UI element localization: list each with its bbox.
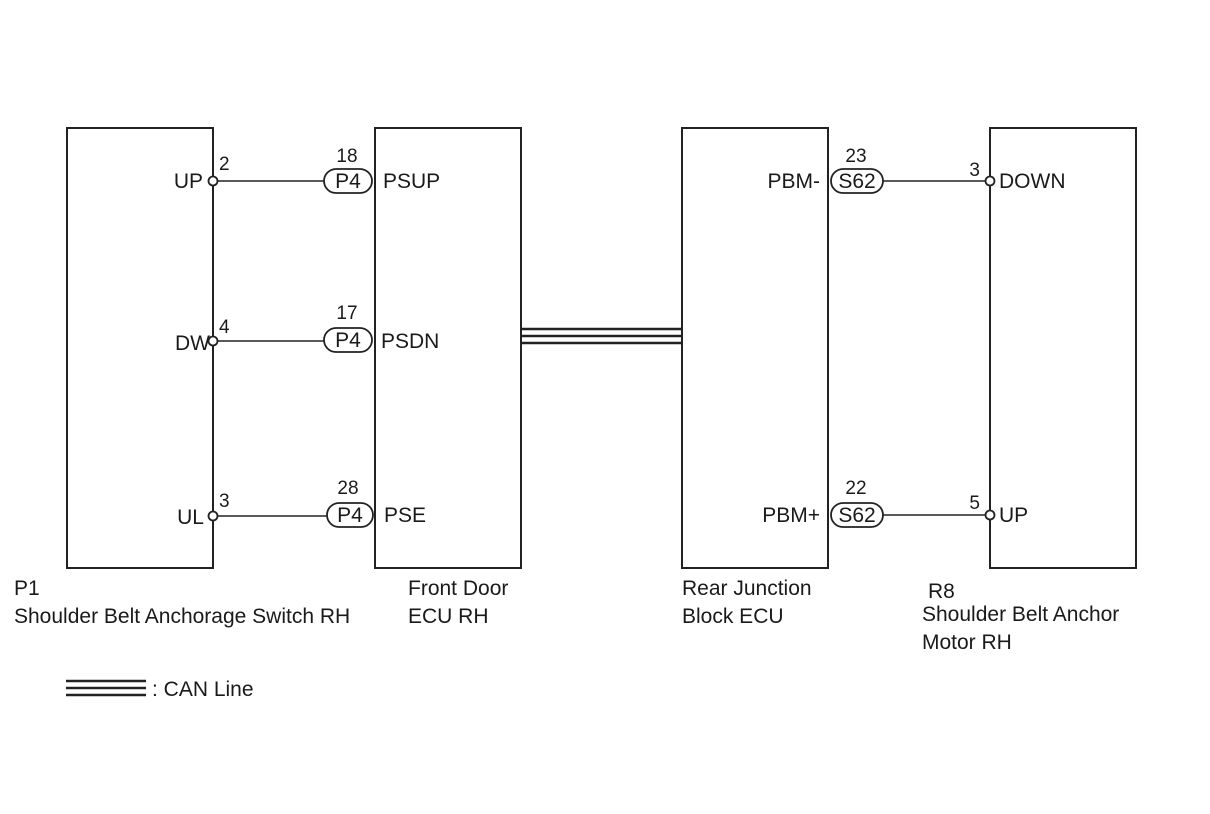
motor-pin-number-3: 3 [969,160,980,181]
can-line [521,327,682,345]
motor-label-up: UP [999,504,1028,527]
ecu-label-pbm-minus: PBM- [768,170,821,193]
ecu-label-psdn: PSDN [381,330,439,353]
connector-pill-p4-17 [323,327,373,353]
switch-id: P1 [14,577,40,600]
wire-dw: DW 4 P4 17 PSDN [175,303,439,355]
motor-name-line2: Motor RH [922,631,1012,654]
connector-pin-18: 18 [336,146,357,167]
connector-pill-p4-28 [326,502,374,528]
switch-pin-number-up: 2 [219,154,230,175]
legend-can-line-symbol [66,679,146,697]
rear-junction-ecu-box [681,127,829,569]
switch-pin-ul [207,510,219,522]
connector-label-s62-23: S62 [838,170,875,193]
motor-box [989,127,1137,569]
front-door-ecu-box [374,127,522,569]
switch-label-up: UP [174,170,203,193]
connector-label-p4-17: P4 [335,329,361,352]
wire-pbm-plus: PBM+ S62 22 5 UP [762,478,1028,528]
switch-pin-number-dw: 4 [219,317,230,338]
ecu-label-psup: PSUP [383,170,440,193]
connector-pin-17: 17 [336,303,357,324]
switch-label-ul: UL [177,506,204,529]
switch-box [66,127,214,569]
motor-id: R8 [928,580,955,603]
legend-can-line-label: : CAN Line [152,678,254,701]
connector-pill-s62-22 [830,502,884,528]
connector-pill-s62-23 [830,168,884,194]
wire-ul: UL 3 P4 28 PSE [177,478,426,529]
connector-label-p4-18: P4 [335,170,361,193]
motor-pin-up [984,509,996,521]
ecu-label-pbm-plus: PBM+ [762,504,820,527]
wire-pbm-minus: PBM- S62 23 3 DOWN [768,146,1066,194]
switch-pin-up [207,175,219,187]
front-ecu-name-line1: Front Door [408,577,508,600]
connector-pill-p4-18 [323,168,373,194]
switch-label-dw: DW [175,332,210,355]
rear-ecu-name-line2: Block ECU [682,605,784,628]
switch-pin-dw [207,335,219,347]
connector-pin-22: 22 [845,478,866,499]
connector-label-p4-28: P4 [337,504,363,527]
motor-name-line1: Shoulder Belt Anchor [922,603,1119,626]
connector-pin-28: 28 [337,478,358,499]
motor-label-down: DOWN [999,170,1066,193]
ecu-label-pse: PSE [384,504,426,527]
wire-up: UP 2 P4 18 PSUP [174,146,440,194]
switch-name: Shoulder Belt Anchorage Switch RH [14,605,350,628]
connector-pin-23: 23 [845,146,866,167]
motor-pin-number-5: 5 [969,493,980,514]
motor-pin-down [984,175,996,187]
front-ecu-name-line2: ECU RH [408,605,489,628]
switch-pin-number-ul: 3 [219,491,230,512]
connector-label-s62-22: S62 [838,504,875,527]
rear-ecu-name-line1: Rear Junction [682,577,812,600]
